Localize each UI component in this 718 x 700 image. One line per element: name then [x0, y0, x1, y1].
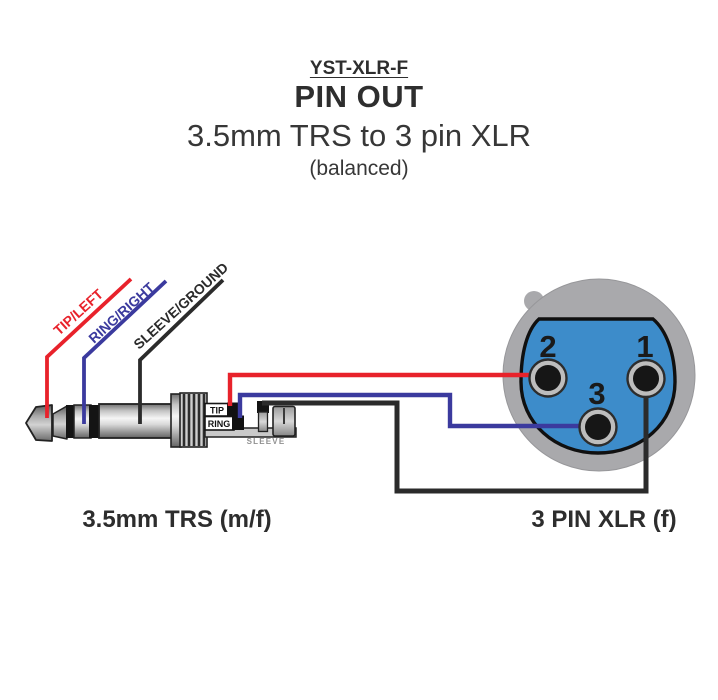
sleeve-leader-line — [138, 278, 225, 424]
trs-leader-lines — [45, 277, 225, 424]
xlr-caption: 3 PIN XLR (f) — [531, 506, 676, 533]
sleeve-leader-label: SLEEVE/GROUND — [130, 259, 231, 352]
tip-terminal-label: TIP — [210, 406, 224, 416]
trs-insulator-band-1 — [66, 405, 76, 438]
page-subtitle: 3.5mm TRS to 3 pin XLR — [186, 118, 531, 153]
pin-2-number: 2 — [539, 329, 556, 364]
captions: 3.5mm TRS (m/f) 3 PIN XLR (f) — [82, 506, 676, 533]
sleeve-lug-small — [257, 411, 269, 433]
pin-1-number: 1 — [636, 329, 653, 364]
tip-wire — [227, 372, 549, 406]
xlr-face-insert — [519, 317, 677, 455]
pin-3-number: 3 — [588, 376, 605, 411]
title-block: YST-XLR-F PIN OUT 3.5mm TRS to 3 pin XLR… — [0, 58, 718, 180]
trs-collar-ribs — [182, 394, 206, 446]
tip-solder-point — [227, 402, 238, 417]
sleeve-terminal-label: SLEEVE — [247, 437, 286, 446]
ring-solder-point — [232, 415, 244, 430]
xlr-pin-numbers: 2 1 3 — [539, 329, 653, 411]
xlr-pin-2 — [528, 358, 568, 398]
model-number: YST-XLR-F — [309, 58, 409, 79]
xlr-pin-3 — [578, 407, 618, 447]
xlr-pin-1 — [626, 358, 666, 399]
sleeve-wire — [262, 379, 649, 494]
tip-leader-line — [45, 277, 133, 418]
page-title: PIN OUT — [294, 79, 424, 114]
ring-leader-line — [82, 279, 168, 424]
trs-caption: 3.5mm TRS (m/f) — [82, 506, 271, 533]
trs-leader-labels: TIP/LEFT RING/RIGHT SLEEVE/GROUND — [50, 259, 231, 352]
ring-terminal-label: RING — [208, 419, 231, 429]
wires — [227, 372, 649, 494]
sleeve-tail-bar — [204, 427, 297, 438]
trs-sleeve-barrel — [98, 403, 174, 439]
trs-insulator-band-2 — [89, 405, 100, 438]
trs-tip-neck — [52, 405, 68, 440]
balanced-note: (balanced) — [309, 157, 409, 180]
xlr-pins: 2 1 3 — [528, 329, 666, 447]
trs-plug: TIP RING SLEEVE — [25, 392, 297, 448]
ring-wire — [237, 392, 598, 429]
